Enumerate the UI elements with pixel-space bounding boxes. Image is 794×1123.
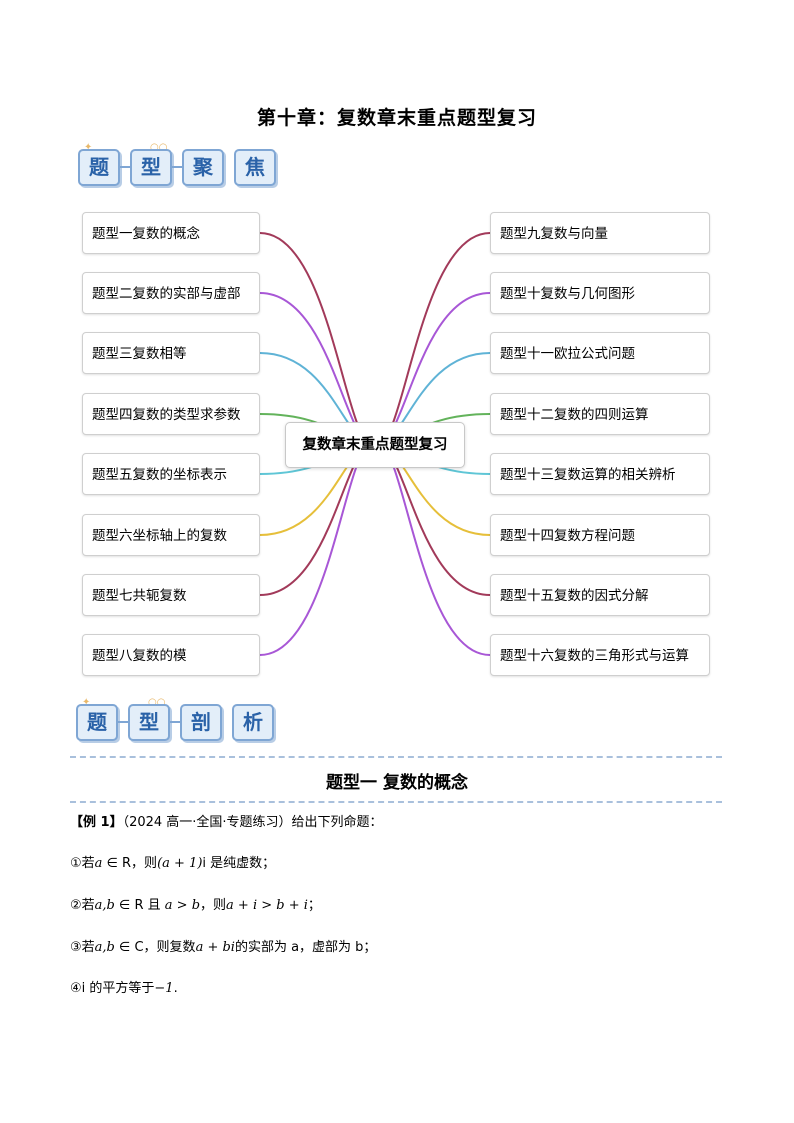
mindmap-node[interactable]: 题型十三复数运算的相关辨析 [490,453,710,495]
example-header: 【例 1】（2024 高一·全国·专题练习）给出下列命题： [70,811,383,830]
mindmap-center-node[interactable]: 复数章末重点题型复习 [285,422,465,468]
mindmap-node[interactable]: 题型七共轭复数 [82,574,260,616]
item-number: ② [70,898,82,913]
divider [70,801,722,803]
example-source: （2024 高一·全国·专题练习）给出下列命题： [122,815,383,830]
proposition-4: ④i 的平方等于−1. [70,977,178,996]
mindmap-node[interactable]: 题型十五复数的因式分解 [490,574,710,616]
mindmap-node[interactable]: 题型三复数相等 [82,332,260,374]
heading-char: 题 [78,149,120,186]
math: −1 [154,981,174,996]
math: a,b [94,940,115,955]
sparkle-icon: ○○ [148,697,166,708]
connector-line [259,232,373,445]
text: . [173,981,178,996]
proposition-2: ②若a,b ∈ R 且 a > b，则a + i > b + i； [70,894,321,913]
analysis-heading: 题 型 剖 析 [76,704,274,741]
mindmap-node[interactable]: 题型十二复数的四则运算 [490,393,710,435]
item-number: ① [70,856,82,871]
connector-line [259,443,373,656]
example-label: 【例 1】 [70,815,123,830]
text: ； [307,898,321,913]
mindmap-node[interactable]: 题型二复数的实部与虚部 [82,272,260,314]
text: i 是纯虚数； [202,856,276,871]
text: 若 [81,940,95,955]
heading-char: 析 [232,704,274,741]
math: a + i > b + i [226,898,308,913]
math: (a + 1) [157,856,203,871]
mindmap-node[interactable]: 题型六坐标轴上的复数 [82,514,260,556]
mindmap-node[interactable]: 题型十四复数方程问题 [490,514,710,556]
star-icon: ✦ [84,142,93,153]
heading-char: 型 [118,704,170,741]
focus-heading: 题 型 聚 焦 [78,149,276,186]
heading-char: 型 [120,149,172,186]
text: ∈ R 且 [114,898,165,913]
connector-line [377,232,491,445]
math: a,b [94,898,115,913]
text: 若 [81,856,95,871]
text: ∈ R，则 [102,856,158,871]
text: 的实部为 a，虚部为 b； [234,940,377,955]
mindmap-node[interactable]: 题型四复数的类型求参数 [82,393,260,435]
mindmap-node[interactable]: 题型五复数的坐标表示 [82,453,260,495]
proposition-1: ①若a ∈ R，则(a + 1)i 是纯虚数； [70,852,275,871]
page-title: 第十章：复数章末重点题型复习 [256,107,537,129]
mindmap-node[interactable]: 题型一复数的概念 [82,212,260,254]
item-number: ③ [70,940,82,955]
text: i 的平方等于 [81,981,155,996]
mindmap-node[interactable]: 题型八复数的模 [82,634,260,676]
mindmap-node[interactable]: 题型十一欧拉公式问题 [490,332,710,374]
math: a [94,856,103,871]
heading-char: 焦 [234,149,276,186]
mindmap-node[interactable]: 题型九复数与向量 [490,212,710,254]
sparkle-icon: ○○ [150,142,168,153]
mindmap-node[interactable]: 题型十六复数的三角形式与运算 [490,634,710,676]
heading-char: 聚 [172,149,224,186]
connector-line [377,443,491,656]
heading-char: 剖 [170,704,222,741]
star-icon: ✦ [82,697,91,708]
text: ∈ C，则复数 [114,940,196,955]
text: ，则 [200,898,227,913]
heading-char: 题 [76,704,118,741]
mindmap-node[interactable]: 题型十复数与几何图形 [490,272,710,314]
text: 若 [81,898,95,913]
item-number: ④ [70,981,82,996]
proposition-3: ③若a,b ∈ C，则复数a + bi的实部为 a，虚部为 b； [70,936,376,955]
divider [70,756,722,758]
section-title: 题型一 复数的概念 [326,773,468,793]
math: a + bi [195,940,235,955]
math: a > b [164,898,201,913]
